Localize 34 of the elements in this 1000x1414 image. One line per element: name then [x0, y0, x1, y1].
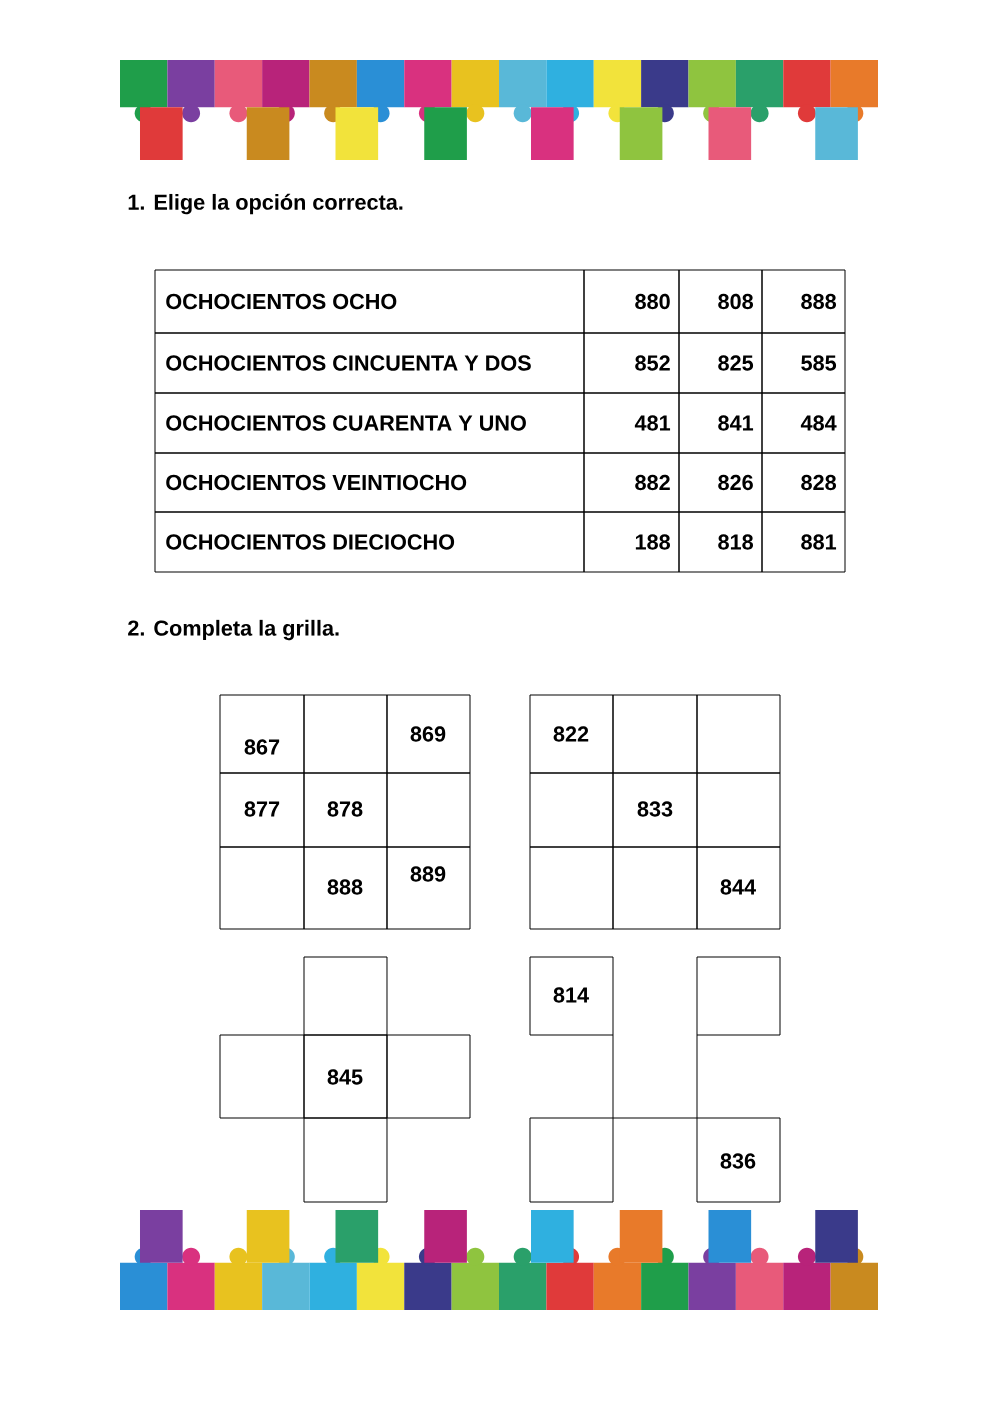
grid-cell: 878: [303, 772, 388, 848]
table-cell: 484: [761, 392, 846, 454]
table-cell: 481: [583, 392, 680, 454]
grid-cell: 822: [529, 694, 614, 774]
grid-cell: 814: [529, 956, 614, 1036]
grid-cell: 869: [386, 694, 471, 774]
grid-cell: 845: [303, 1034, 388, 1119]
table-cell: 880: [583, 269, 680, 334]
grid-cell: 833: [612, 772, 698, 848]
table-cell: 881: [761, 511, 846, 573]
grid-cell: 889: [386, 846, 471, 930]
grid-cell: 844: [696, 846, 781, 930]
table-cell: OCHOCIENTOS CUARENTA Y UNO: [154, 392, 585, 454]
question-heading: 2. Completa la grilla.: [128, 619, 339, 641]
table-cell: 841: [678, 392, 763, 454]
table-cell: 808: [678, 269, 763, 334]
table-cell: OCHOCIENTOS OCHO: [154, 269, 585, 334]
table-cell: 852: [583, 332, 680, 394]
question-heading: 1. Elige la opción correcta.: [128, 193, 403, 215]
table-cell: 826: [678, 452, 763, 513]
table-cell: 825: [678, 332, 763, 394]
grid-cell: 877: [219, 772, 305, 848]
table-cell: 818: [678, 511, 763, 573]
grid-cell: 836: [696, 1117, 781, 1203]
table-cell: OCHOCIENTOS VEINTIOCHO: [154, 452, 585, 513]
grid-cell: 867: [219, 694, 305, 774]
table-cell: 585: [761, 332, 846, 394]
table-cell: 882: [583, 452, 680, 513]
table-cell: 828: [761, 452, 846, 513]
table-cell: OCHOCIENTOS CINCUENTA Y DOS: [154, 332, 585, 394]
grid-cell: 888: [303, 846, 388, 930]
table-cell: 888: [761, 269, 846, 334]
table-cell: 188: [583, 511, 680, 573]
table-cell: OCHOCIENTOS DIECIOCHO: [154, 511, 585, 573]
